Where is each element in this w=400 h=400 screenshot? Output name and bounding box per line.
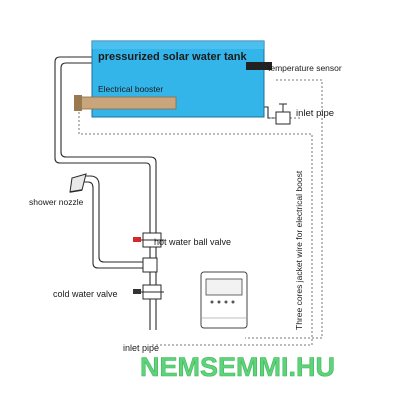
electrical-booster-label: Electrical booster bbox=[98, 84, 163, 94]
watermark-logo: NEMSEMMI.HU bbox=[140, 352, 335, 382]
hot-valve-handle bbox=[133, 237, 141, 242]
booster-cap bbox=[74, 95, 82, 111]
hot-pipe-inner bbox=[60, 62, 157, 330]
solar-water-tank bbox=[74, 40, 272, 118]
shower-pipe-inner bbox=[84, 181, 144, 269]
pipe-network bbox=[54, 56, 285, 330]
jacket-wire bbox=[78, 104, 313, 346]
cold-water-valve-icon bbox=[140, 284, 164, 300]
cold-water-valve-label: cold water valve bbox=[53, 289, 118, 299]
hot-pipe-outer bbox=[54, 56, 151, 330]
inlet-pipe-right-label: inlet pipe bbox=[296, 108, 334, 119]
shower-nozzle-icon bbox=[69, 173, 87, 193]
inlet-valve-icon bbox=[275, 103, 291, 125]
hot-water-ball-valve-label: hot water ball valve bbox=[154, 237, 231, 247]
inlet-pipe-bottom-label: inlet pipe bbox=[123, 343, 159, 353]
electrical-booster-element bbox=[75, 96, 177, 110]
controller-icon bbox=[200, 271, 248, 329]
tee-junction bbox=[142, 257, 158, 273]
temperature-sensor-icon bbox=[246, 62, 272, 70]
temperature-sensor-label: temperature sensor bbox=[268, 63, 342, 73]
shower-pipe-outer bbox=[84, 175, 144, 263]
hot-water-ball-valve-icon bbox=[140, 232, 164, 248]
tank-title: pressurized solar water tank bbox=[98, 51, 247, 63]
cold-valve-handle bbox=[133, 289, 141, 294]
jacket-wire-label: Three cores jacket wire for electrical b… bbox=[294, 170, 304, 330]
shower-nozzle-label: shower nozzle bbox=[29, 197, 84, 207]
tank-top-shade bbox=[92, 41, 264, 49]
